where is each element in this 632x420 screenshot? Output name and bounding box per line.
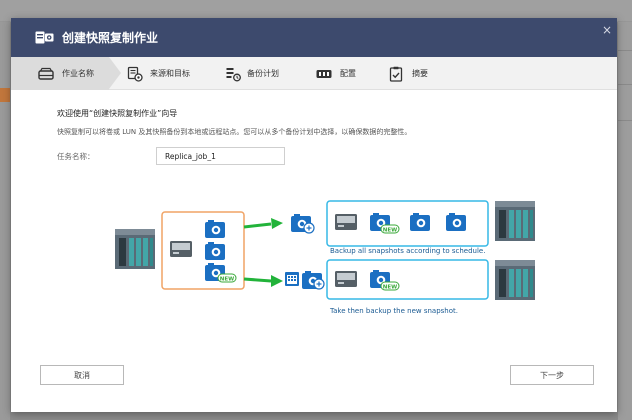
- step-label: 备份计划: [247, 69, 279, 78]
- summary-icon: [389, 66, 403, 82]
- step-label: 来源和目标: [150, 69, 190, 78]
- dialog-titlebar: 创建快照复制作业 ×: [11, 18, 617, 57]
- step-backup-schedule[interactable]: 备份计划: [219, 57, 311, 90]
- scheduled-backup-frame: [326, 200, 489, 247]
- new-badge: NEW: [383, 227, 397, 233]
- new-badge: NEW: [383, 284, 397, 290]
- source-target-icon: [127, 66, 143, 82]
- snapshot-icon: [446, 213, 466, 231]
- close-button[interactable]: ×: [601, 23, 613, 37]
- step-label: 作业名称: [62, 69, 94, 78]
- step-label: 摘要: [412, 69, 428, 78]
- destination-nas-icon: [495, 260, 535, 300]
- background-app-sidebar: [0, 22, 10, 420]
- welcome-heading: 欢迎使用“创建快照复制作业”向导: [57, 109, 178, 118]
- arrow-right-icon: [271, 275, 283, 287]
- dialog-title: 创建快照复制作业: [62, 31, 159, 45]
- replication-diagram-graphic: NEW: [115, 200, 535, 300]
- calendar-icon: [285, 272, 299, 286]
- volume-icon: [335, 214, 357, 230]
- step-source-target[interactable]: 来源和目标: [121, 57, 219, 90]
- volume-icon: [335, 271, 357, 287]
- new-snapshot-backup-caption: Take then backup the new snapshot.: [330, 307, 458, 315]
- task-name-input[interactable]: [156, 147, 285, 165]
- background-app-right-panel: [618, 22, 632, 420]
- schedule-icon: [226, 68, 241, 82]
- new-snapshot-backup-frame: [326, 259, 489, 300]
- snapshot-replica-icon: [35, 31, 54, 44]
- snapshot-icon: [205, 220, 225, 238]
- step-label: 配置: [340, 69, 356, 78]
- nas-drive-icon: [38, 67, 54, 80]
- step-summary[interactable]: 摘要: [383, 57, 455, 90]
- volume-icon: [170, 241, 192, 257]
- replication-diagram: NEW: [91, 181, 551, 315]
- destination-nas-icon: [495, 201, 535, 241]
- next-button[interactable]: 下一步: [510, 365, 594, 385]
- wizard-stepper: 作业名称 来源和目标 备份计划: [11, 57, 617, 90]
- wizard-description: 快照复制可以将卷或 LUN 及其快照备份到本地或远程站点。您可以从多个备份计划中…: [57, 128, 412, 136]
- task-name-label: 任务名称：: [57, 152, 95, 161]
- create-snapshot-replica-dialog: 创建快照复制作业 × 作业名称 来源和目标: [11, 18, 617, 412]
- step-job-name[interactable]: 作业名称: [11, 57, 109, 90]
- snapshot-icon: [205, 242, 225, 260]
- background-app-accent: [0, 88, 10, 102]
- snapshot-icon: [410, 213, 430, 231]
- source-nas-icon: [115, 229, 155, 269]
- new-badge: NEW: [220, 276, 234, 282]
- arrow-right-icon: [271, 218, 283, 229]
- step-configuration[interactable]: 配置: [311, 57, 383, 90]
- cancel-button[interactable]: 取消: [40, 365, 124, 385]
- scheduled-backup-caption: Backup all snapshots according to schedu…: [330, 247, 486, 255]
- config-icon: [316, 70, 332, 78]
- step-chevron: [109, 57, 121, 89]
